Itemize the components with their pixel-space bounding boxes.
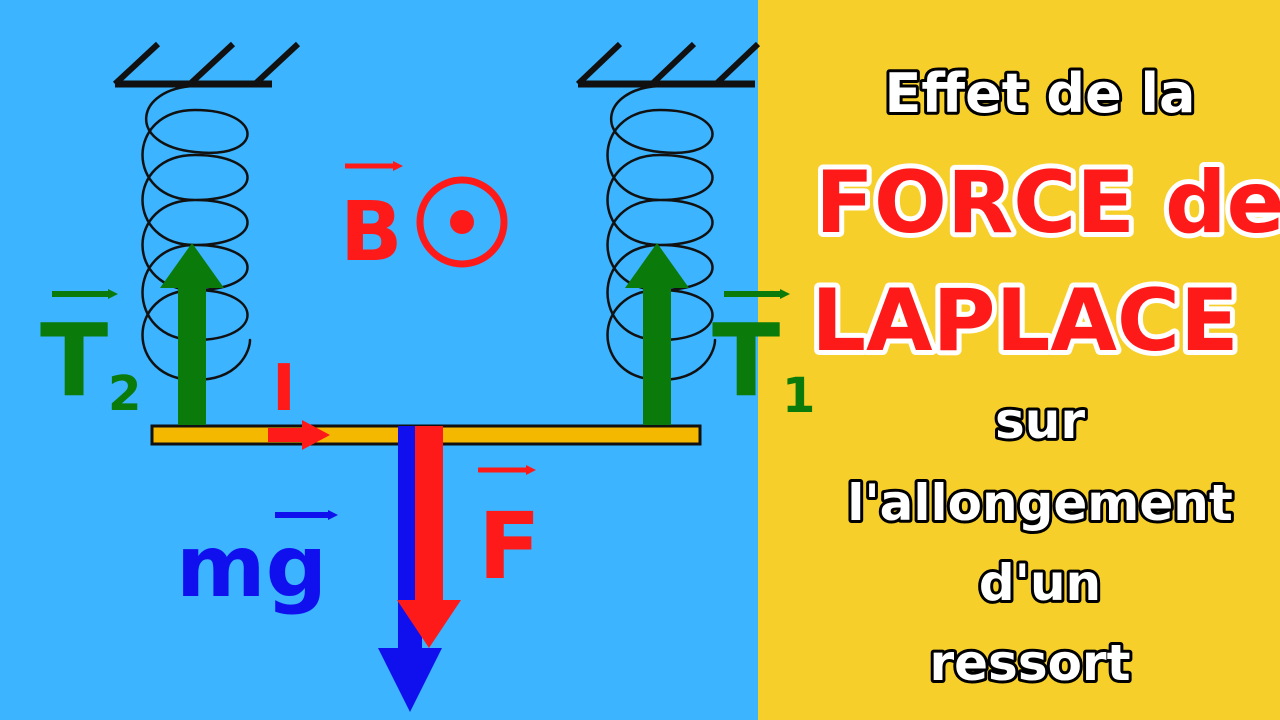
tension-arrow-t1 [625,243,689,425]
title-line-5: l'allongement [847,474,1233,532]
label-mg-vector: mg [176,510,338,617]
current-arrow-i [268,420,330,450]
label-t2-vector: T 2 [40,289,141,422]
left-spring [141,84,252,382]
label-t2: T [40,302,108,419]
label-b: B [340,185,403,280]
title-line-6: d'un [979,554,1101,612]
svg-text:I: I [272,352,296,426]
label-mg: mg [176,517,327,617]
label-t1-vector: T 1 [712,289,815,424]
tension-arrow-t2 [160,243,224,425]
left-ceiling-support [112,41,301,88]
title-line-7: ressort [929,634,1130,692]
title-line-1: Effet de la [885,62,1196,125]
title-line-3: LAPLACE [811,271,1239,371]
label-f-vector: F [478,465,541,600]
label-t2-subscript: 2 [108,366,141,422]
label-b-vector: B [340,161,403,280]
label-i: I [272,352,296,426]
title-line-4: sur [995,392,1085,450]
right-spring [606,84,717,382]
title-line-2: FORCE de [815,153,1280,253]
label-t1: T [712,302,780,419]
right-ceiling-support [575,41,761,88]
title-block: Effet de la FORCE de LAPLACE sur l'allon… [806,59,1280,695]
label-t1-subscript: 1 [782,368,815,424]
laplace-force-arrow-f [397,426,461,648]
diagram-panel [0,0,758,720]
title-panel [758,0,1280,720]
field-out-of-page-icon [416,176,508,268]
label-f: F [478,493,541,600]
